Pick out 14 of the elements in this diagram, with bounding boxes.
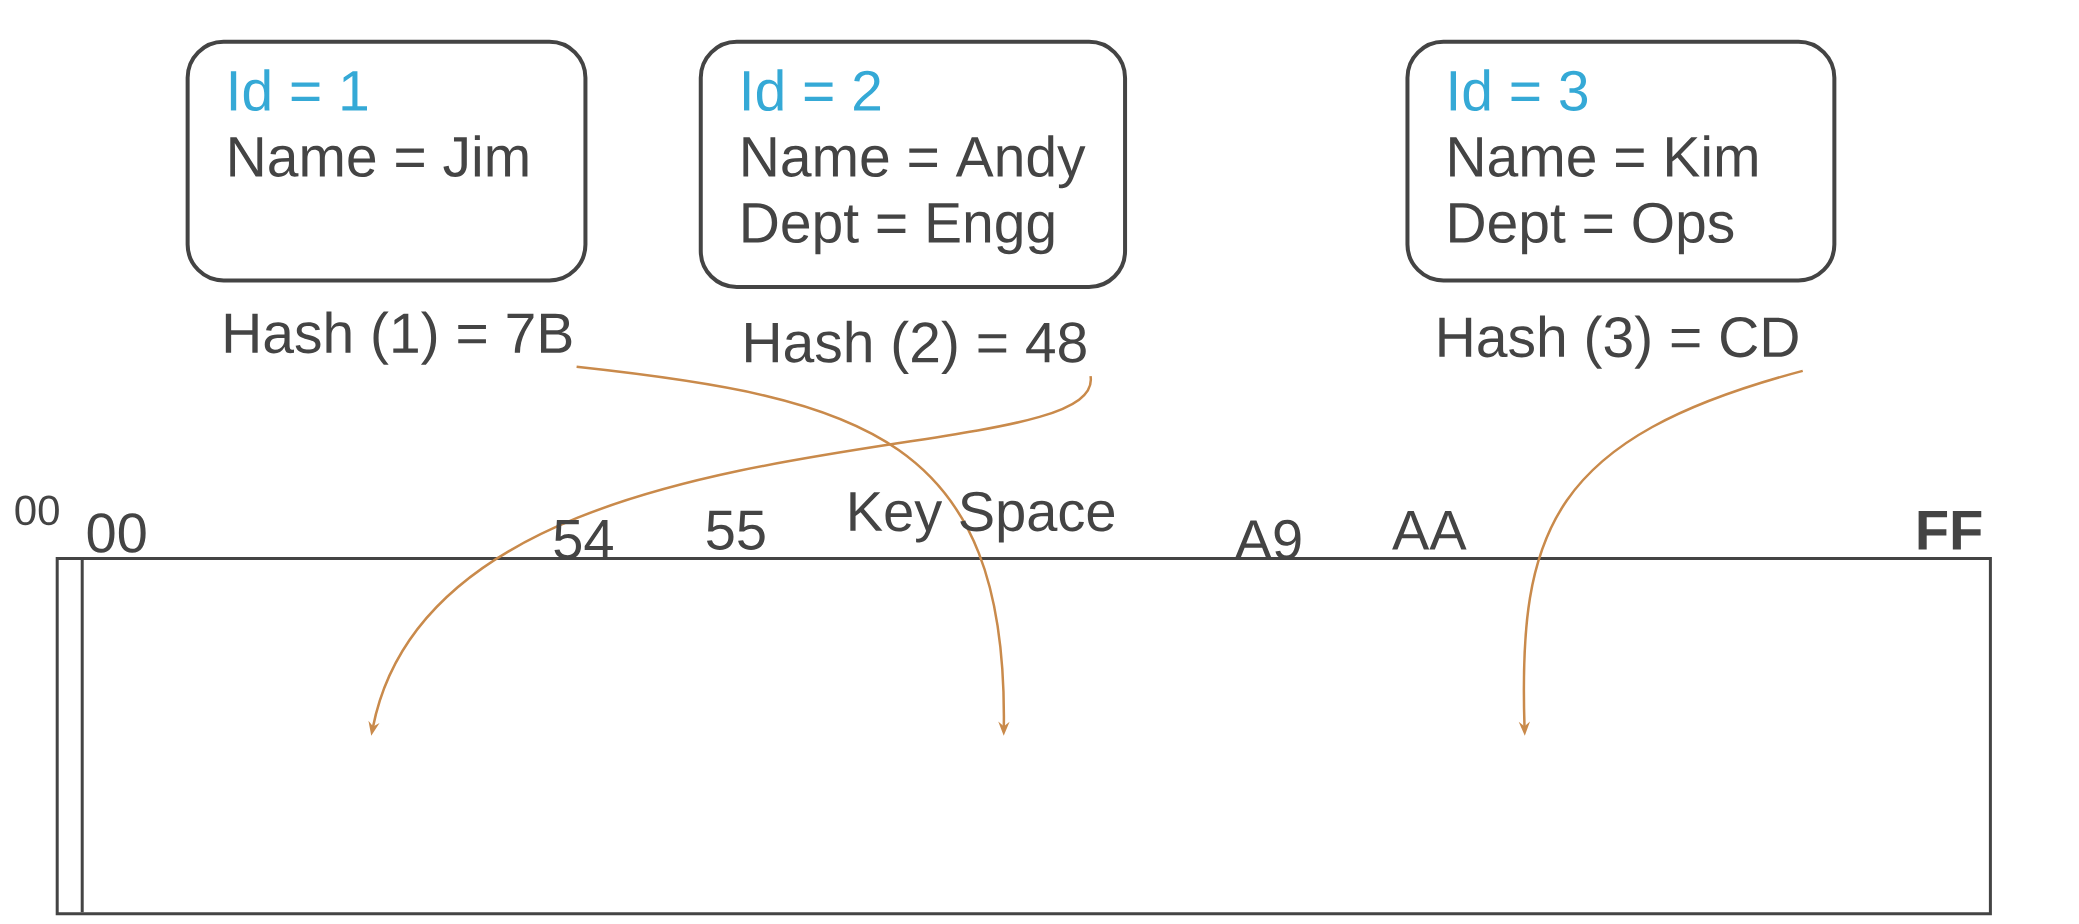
record-box: Id = 3 Name = Kim Dept = Ops [1405, 39, 1837, 283]
hash-label: Hash (1) = 7B [225, 311, 572, 365]
key-tick-label: FF [1918, 511, 1982, 550]
hash-label: Hash (3) = CD [1439, 315, 1798, 369]
record-box: Id = 2 Name = Andy Dept = Engg [698, 39, 1128, 289]
key-tick-label: AA [1392, 511, 1467, 550]
key-space-bar [55, 556, 1992, 916]
key-tick-label: 55 [707, 510, 765, 550]
axis-title: Key Space [850, 491, 1115, 543]
key-tick-label: 54 [554, 520, 613, 560]
hash-label: Hash (2) = 48 [746, 320, 1086, 374]
key-tick-label: 00 [15, 495, 59, 526]
key-tick-label: 00 [87, 513, 146, 553]
record-box: Id = 1 Name = Jim [185, 39, 588, 283]
